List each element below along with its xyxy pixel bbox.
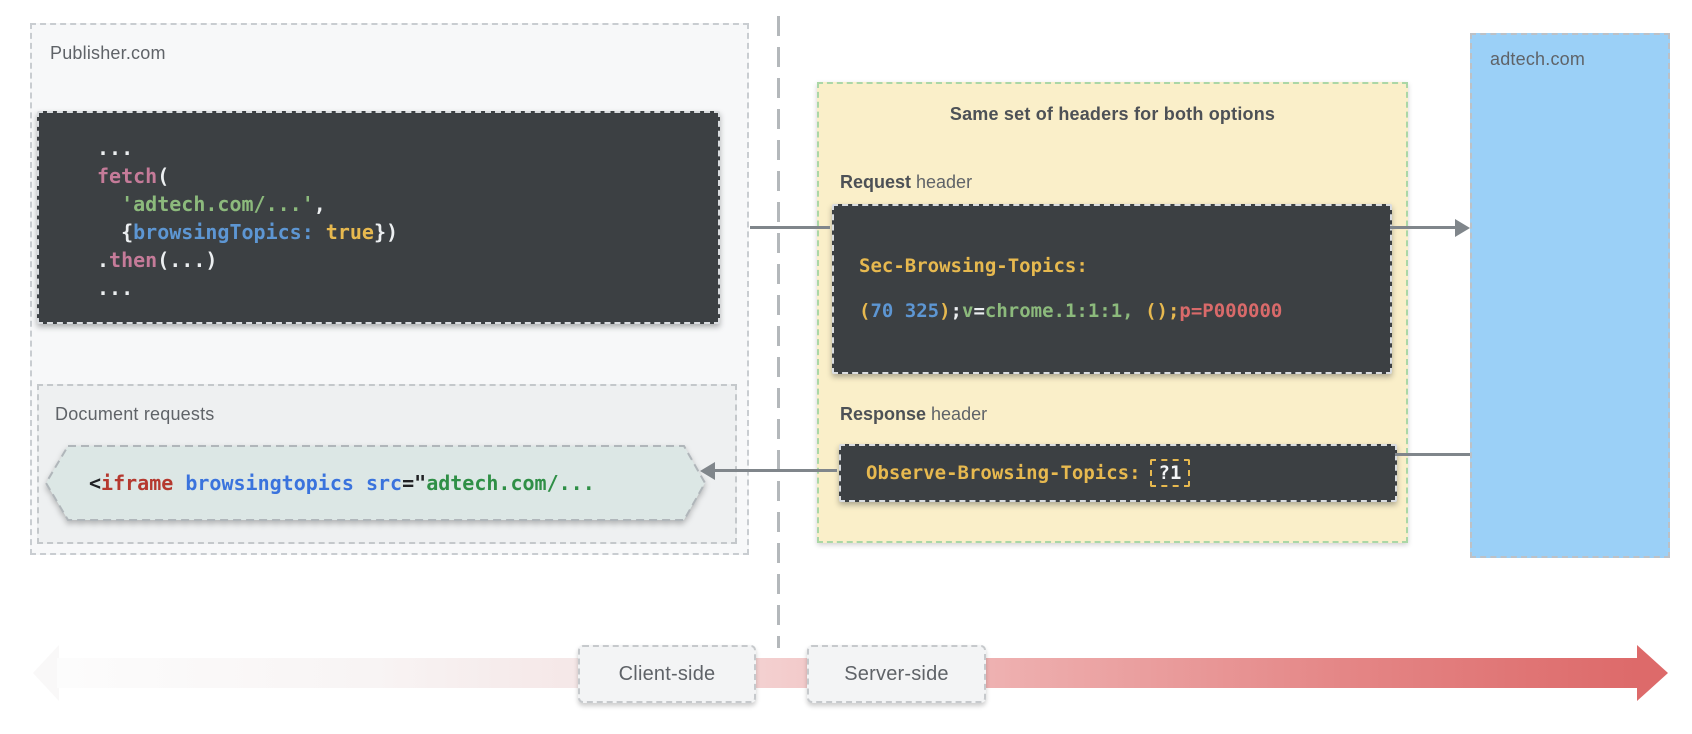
client-side-label: Client-side: [578, 645, 756, 703]
request-header-label-bold: Request: [840, 172, 911, 192]
code-line: <iframe browsingtopics src="adtech.com/.…: [89, 469, 595, 497]
code-token: (: [157, 164, 169, 188]
headers-panel-title: Same set of headers for both options: [819, 104, 1406, 125]
code-line: 'adtech.com/...',: [97, 190, 718, 218]
client-side-text: Client-side: [619, 663, 716, 686]
request-header-name: Sec-Browsing-Topics:: [859, 255, 1390, 277]
timeline-left-arrowhead-icon: [33, 645, 59, 701]
code-token: (...): [157, 248, 217, 272]
code-token: browsingTopics:: [133, 220, 314, 244]
code-token: ;: [951, 300, 962, 322]
request-header-value: (70 325);v=chrome.1:1:1, ();p=P000000: [859, 299, 1390, 323]
code-token: ...: [97, 136, 133, 160]
response-header-box: Observe-Browsing-Topics: ?1: [839, 444, 1397, 502]
document-requests-box: Document requests <iframe browsingtopics…: [37, 384, 737, 544]
code-token: src: [366, 471, 402, 495]
code-token: (): [1134, 300, 1168, 322]
line-response-to-publisher: [714, 469, 837, 472]
line-request-to-adtech: [1390, 226, 1456, 229]
code-token: adtech.com/...: [426, 471, 595, 495]
code-token: ): [939, 300, 950, 322]
code-token: ,: [314, 192, 326, 216]
response-header-label: Response header: [840, 404, 987, 425]
code-token: (: [859, 300, 870, 322]
code-token: [354, 471, 366, 495]
code-token: 'adtech.com/...': [121, 192, 314, 216]
code-token: fetch: [97, 164, 157, 188]
document-requests-label: Document requests: [55, 404, 214, 425]
adtech-box: adtech.com: [1470, 33, 1670, 558]
arrowhead-left-icon: [700, 462, 715, 480]
response-header-label-rest: header: [926, 404, 987, 424]
code-token: iframe: [101, 471, 173, 495]
response-header-value-chip: ?1: [1150, 459, 1191, 487]
response-header-name: Observe-Browsing-Topics:: [866, 462, 1141, 484]
response-header-label-bold: Response: [840, 404, 926, 424]
code-line: ...: [97, 134, 718, 162]
code-token: browsingtopics: [185, 471, 354, 495]
adtech-label: adtech.com: [1490, 49, 1585, 70]
publisher-label: Publisher.com: [50, 43, 166, 64]
code-token: then: [109, 248, 157, 272]
code-token: =: [973, 300, 984, 322]
code-line: ...: [97, 274, 718, 302]
code-token: v: [962, 300, 973, 322]
code-token: chrome.1:1:1,: [985, 300, 1134, 322]
code-line: {browsingTopics: true}): [97, 218, 718, 246]
code-token: }): [374, 220, 398, 244]
code-token: =": [402, 471, 426, 495]
request-header-label-rest: header: [911, 172, 972, 192]
code-token: p=P000000: [1179, 300, 1282, 322]
code-line: fetch(: [97, 162, 718, 190]
code-token: true: [326, 220, 374, 244]
client-server-divider: [777, 16, 780, 648]
server-side-text: Server-side: [844, 663, 948, 686]
code-token: 70 325: [870, 300, 939, 322]
code-token: [173, 471, 185, 495]
code-token: .: [97, 248, 109, 272]
timeline-right-arrowhead-icon: [1637, 645, 1668, 701]
request-header-box: Sec-Browsing-Topics: (70 325);v=chrome.1…: [832, 204, 1392, 374]
publisher-box: Publisher.com ...fetch( 'adtech.com/...'…: [30, 23, 749, 555]
headers-panel: Same set of headers for both options Req…: [817, 82, 1408, 543]
server-side-label: Server-side: [807, 645, 986, 703]
line-adtech-to-response: [1395, 453, 1470, 456]
code-token: {: [97, 220, 133, 244]
arrowhead-right-icon: [1455, 219, 1470, 237]
line-publisher-to-request: [750, 226, 830, 229]
code-token: <: [89, 471, 101, 495]
code-line: (70 325);v=chrome.1:1:1, ();p=P000000: [859, 299, 1390, 323]
code-line: .then(...): [97, 246, 718, 274]
request-header-label: Request header: [840, 172, 972, 193]
code-token: ...: [97, 276, 133, 300]
iframe-tag-shape: <iframe browsingtopics src="adtech.com/.…: [44, 444, 707, 522]
code-token: [314, 220, 326, 244]
code-token: ;: [1168, 300, 1179, 322]
code-token: [97, 192, 121, 216]
iframe-code: <iframe browsingtopics src="adtech.com/.…: [89, 444, 595, 522]
fetch-code-block: ...fetch( 'adtech.com/...', {browsingTop…: [37, 111, 720, 324]
